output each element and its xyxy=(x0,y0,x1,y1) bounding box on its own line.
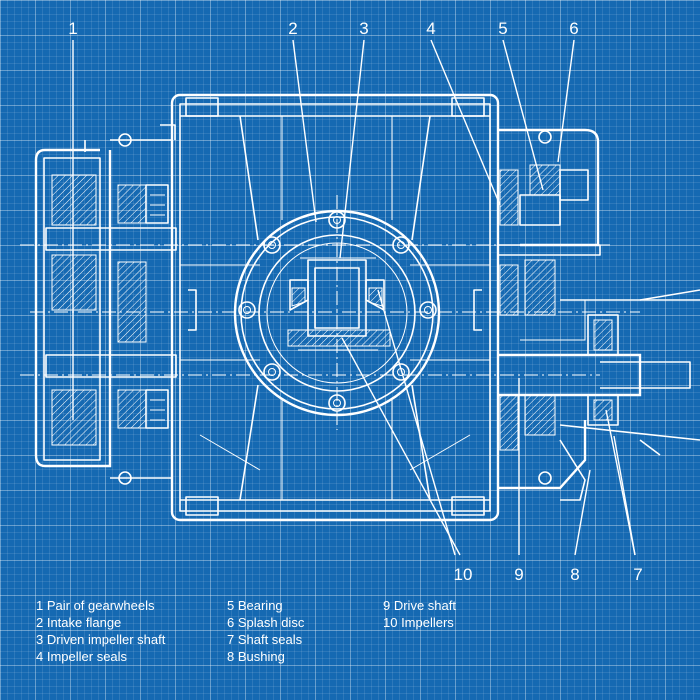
gear-cover-left xyxy=(34,124,177,485)
callout-4: 4 xyxy=(426,19,435,38)
main-housing xyxy=(170,93,500,522)
legend-column-3: 9 Drive shaft 10 Impellers xyxy=(383,597,543,665)
legend-column-1: 1 Pair of gearwheels 2 Intake flange 3 D… xyxy=(36,597,227,665)
parts-legend: 1 Pair of gearwheels 2 Intake flange 3 D… xyxy=(36,597,543,665)
legend-item: 8 Bushing xyxy=(227,649,285,664)
legend-item: 9 Drive shaft xyxy=(383,598,456,613)
legend-item: 6 Splash disc xyxy=(227,615,305,630)
legend-item: 4 Impeller seals xyxy=(36,649,128,664)
callout-6: 6 xyxy=(569,19,578,38)
callout-2: 2 xyxy=(288,19,297,38)
legend-item: 5 Bearing xyxy=(227,598,283,613)
callout-5: 5 xyxy=(498,19,507,38)
callout-numbers: 1 2 3 4 5 6 10 9 8 7 xyxy=(68,19,642,584)
flange-bolts xyxy=(238,211,437,412)
callout-10: 10 xyxy=(454,565,473,584)
legend-item: 7 Shaft seals xyxy=(227,632,303,647)
callout-9: 9 xyxy=(514,565,523,584)
legend-item: 2 Intake flange xyxy=(36,615,122,630)
leader-lines xyxy=(72,39,636,556)
bearing-housing-right xyxy=(498,128,601,490)
legend-item: 10 Impellers xyxy=(383,615,454,630)
callout-3: 3 xyxy=(359,19,368,38)
intake-flange xyxy=(233,209,441,417)
callout-8: 8 xyxy=(570,565,579,584)
legend-column-2: 5 Bearing 6 Splash disc 7 Shaft seals 8 … xyxy=(227,597,383,665)
legend-item: 1 Pair of gearwheels xyxy=(36,598,155,613)
callout-7: 7 xyxy=(633,565,642,584)
legend-item: 3 Driven impeller shaft xyxy=(36,632,166,647)
callout-1: 1 xyxy=(68,19,77,38)
impellers xyxy=(287,257,391,351)
drive-shaft-assembly xyxy=(498,289,700,501)
